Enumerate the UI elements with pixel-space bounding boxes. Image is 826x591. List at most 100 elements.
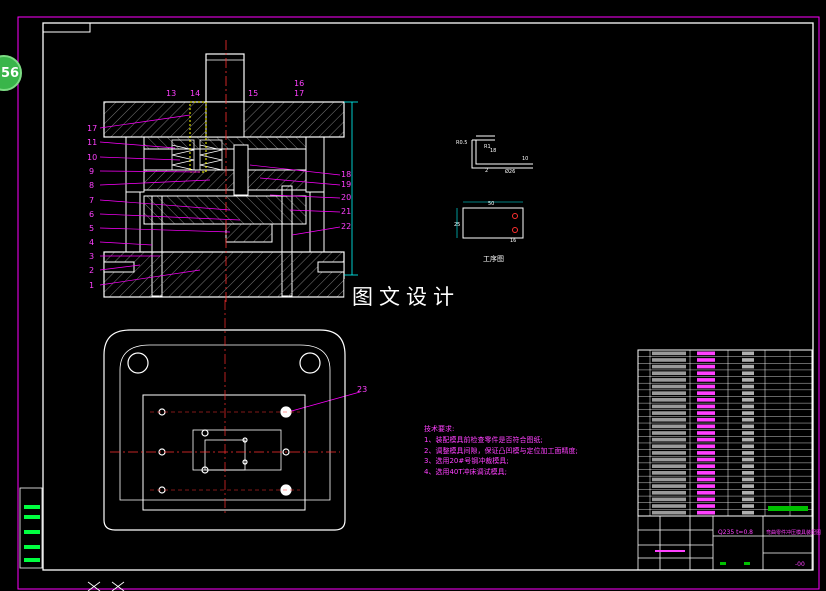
bom-qty-cell (697, 364, 715, 369)
callout-5: 5 (89, 224, 94, 233)
bom-part-cell (652, 384, 686, 389)
bom-qty-cell (697, 371, 715, 376)
watermark-text: 图文设计 (352, 285, 460, 309)
bom-qty-cell (697, 431, 715, 435)
svg-text:50: 50 (488, 201, 494, 207)
callout-20: 20 (341, 193, 351, 202)
bom-material-cell (742, 417, 754, 422)
bom-qty-cell (697, 484, 715, 488)
bom-part-cell (652, 464, 686, 469)
callout-3: 3 (89, 252, 94, 261)
bom-part-cell (652, 477, 686, 482)
bom-material-cell (742, 437, 754, 442)
bill-of-materials (637, 349, 813, 517)
callout-19: 19 (341, 180, 351, 189)
bom-part-cell (652, 397, 686, 402)
bom-material-cell (742, 477, 754, 482)
bom-qty-cell (697, 510, 715, 515)
bom-qty-cell (697, 457, 715, 462)
bom-qty-cell (697, 397, 715, 402)
tech-notes-heading: 技术要求: (424, 424, 454, 433)
callout-6: 6 (89, 210, 94, 219)
bom-part-cell (652, 504, 686, 508)
bom-material-cell (742, 457, 754, 462)
bom-material-cell (742, 397, 754, 402)
bom-part-cell (652, 351, 686, 356)
bom-part-cell (652, 371, 686, 376)
bom-material-cell (742, 384, 754, 389)
bom-qty-cell (697, 417, 715, 422)
bom-material-cell (742, 351, 754, 356)
bom-material-cell (742, 444, 754, 449)
bom-material-cell (742, 358, 754, 362)
tech-note-2: 2、调整模具间隙，保证凸凹模与定位加工面精度; (424, 446, 578, 455)
bom-part-cell (652, 457, 686, 462)
right-callouts: 18 19 20 21 22 23 (341, 170, 367, 394)
callout-22: 22 (341, 222, 351, 231)
technical-notes: 技术要求: 1、装配模具前检查零件是否符合图纸; 2、调整模具间隙，保证凸凹模与… (424, 424, 578, 476)
bom-material-cell (742, 378, 754, 382)
bom-material-cell (742, 391, 754, 395)
bom-qty-cell (697, 504, 715, 508)
bom-qty-cell (697, 358, 715, 362)
bom-qty-cell (697, 378, 715, 382)
tech-note-1: 1、装配模具前检查零件是否符合图纸; (424, 435, 543, 444)
callout-13: 13 (166, 89, 176, 98)
svg-text:2: 2 (485, 168, 488, 174)
title-block-fills (655, 550, 750, 565)
bom-qty-cell (697, 384, 715, 389)
bom-part-cell (652, 411, 686, 415)
bom-qty-cell (697, 424, 715, 429)
section-view (103, 40, 358, 305)
callout-23: 23 (357, 385, 367, 394)
callout-10: 10 (87, 153, 97, 162)
callout-leaders (99, 114, 361, 413)
callout-17l: 17 (87, 124, 97, 133)
bom-qty-cell (697, 411, 715, 415)
bom-material-cell (742, 464, 754, 469)
bom-material-cell (742, 364, 754, 369)
drawing-title: 弯曲零件冲压模具装配图 (766, 529, 821, 536)
bom-qty-cell (697, 444, 715, 449)
bom-material-cell (742, 404, 754, 409)
callout-14: 14 (190, 89, 200, 98)
plan-view (103, 300, 346, 531)
bom-material-cell (742, 431, 754, 435)
bom-material-cell (742, 411, 754, 415)
left-callouts: 17 11 10 9 8 7 6 5 4 3 2 1 (87, 124, 97, 290)
callout-9: 9 (89, 167, 94, 176)
callout-18: 18 (341, 170, 351, 179)
watermark-backdrop (344, 279, 490, 311)
bom-qty-cell (697, 391, 715, 395)
callout-2: 2 (89, 266, 94, 275)
svg-text:16: 16 (510, 238, 516, 244)
callout-21: 21 (341, 207, 351, 216)
callout-11: 11 (87, 138, 97, 147)
svg-text:R1: R1 (484, 144, 491, 150)
bom-part-cell (652, 471, 686, 475)
bom-part-cell (652, 424, 686, 429)
bom-part-cell (652, 364, 686, 369)
bom-part-cell (652, 358, 686, 362)
bom-part-cell (652, 437, 686, 442)
top-callouts: 13 14 15 16 17 (166, 79, 304, 98)
tech-note-3: 3、选用20#号钢冲裁模具; (424, 456, 509, 465)
bom-part-cell (652, 444, 686, 449)
bom-qty-cell (697, 451, 715, 455)
bom-part-cell (652, 431, 686, 435)
bom-qty-cell (697, 477, 715, 482)
bom-part-cell (652, 378, 686, 382)
bom-qty-cell (697, 351, 715, 356)
side-layer-strip (19, 487, 43, 569)
bom-qty-cell (697, 464, 715, 469)
material-spec: Q235 t=0.8 (718, 529, 753, 536)
bom-part-cell (652, 484, 686, 488)
workpiece-caption: 工序图 (483, 254, 504, 263)
bom-qty-cell (697, 490, 715, 495)
bom-material-cell (742, 510, 754, 515)
drawing-frame (17, 16, 820, 590)
bom-material-cell (742, 504, 754, 508)
bom-qty-cell (697, 437, 715, 442)
callout-8: 8 (89, 181, 94, 190)
